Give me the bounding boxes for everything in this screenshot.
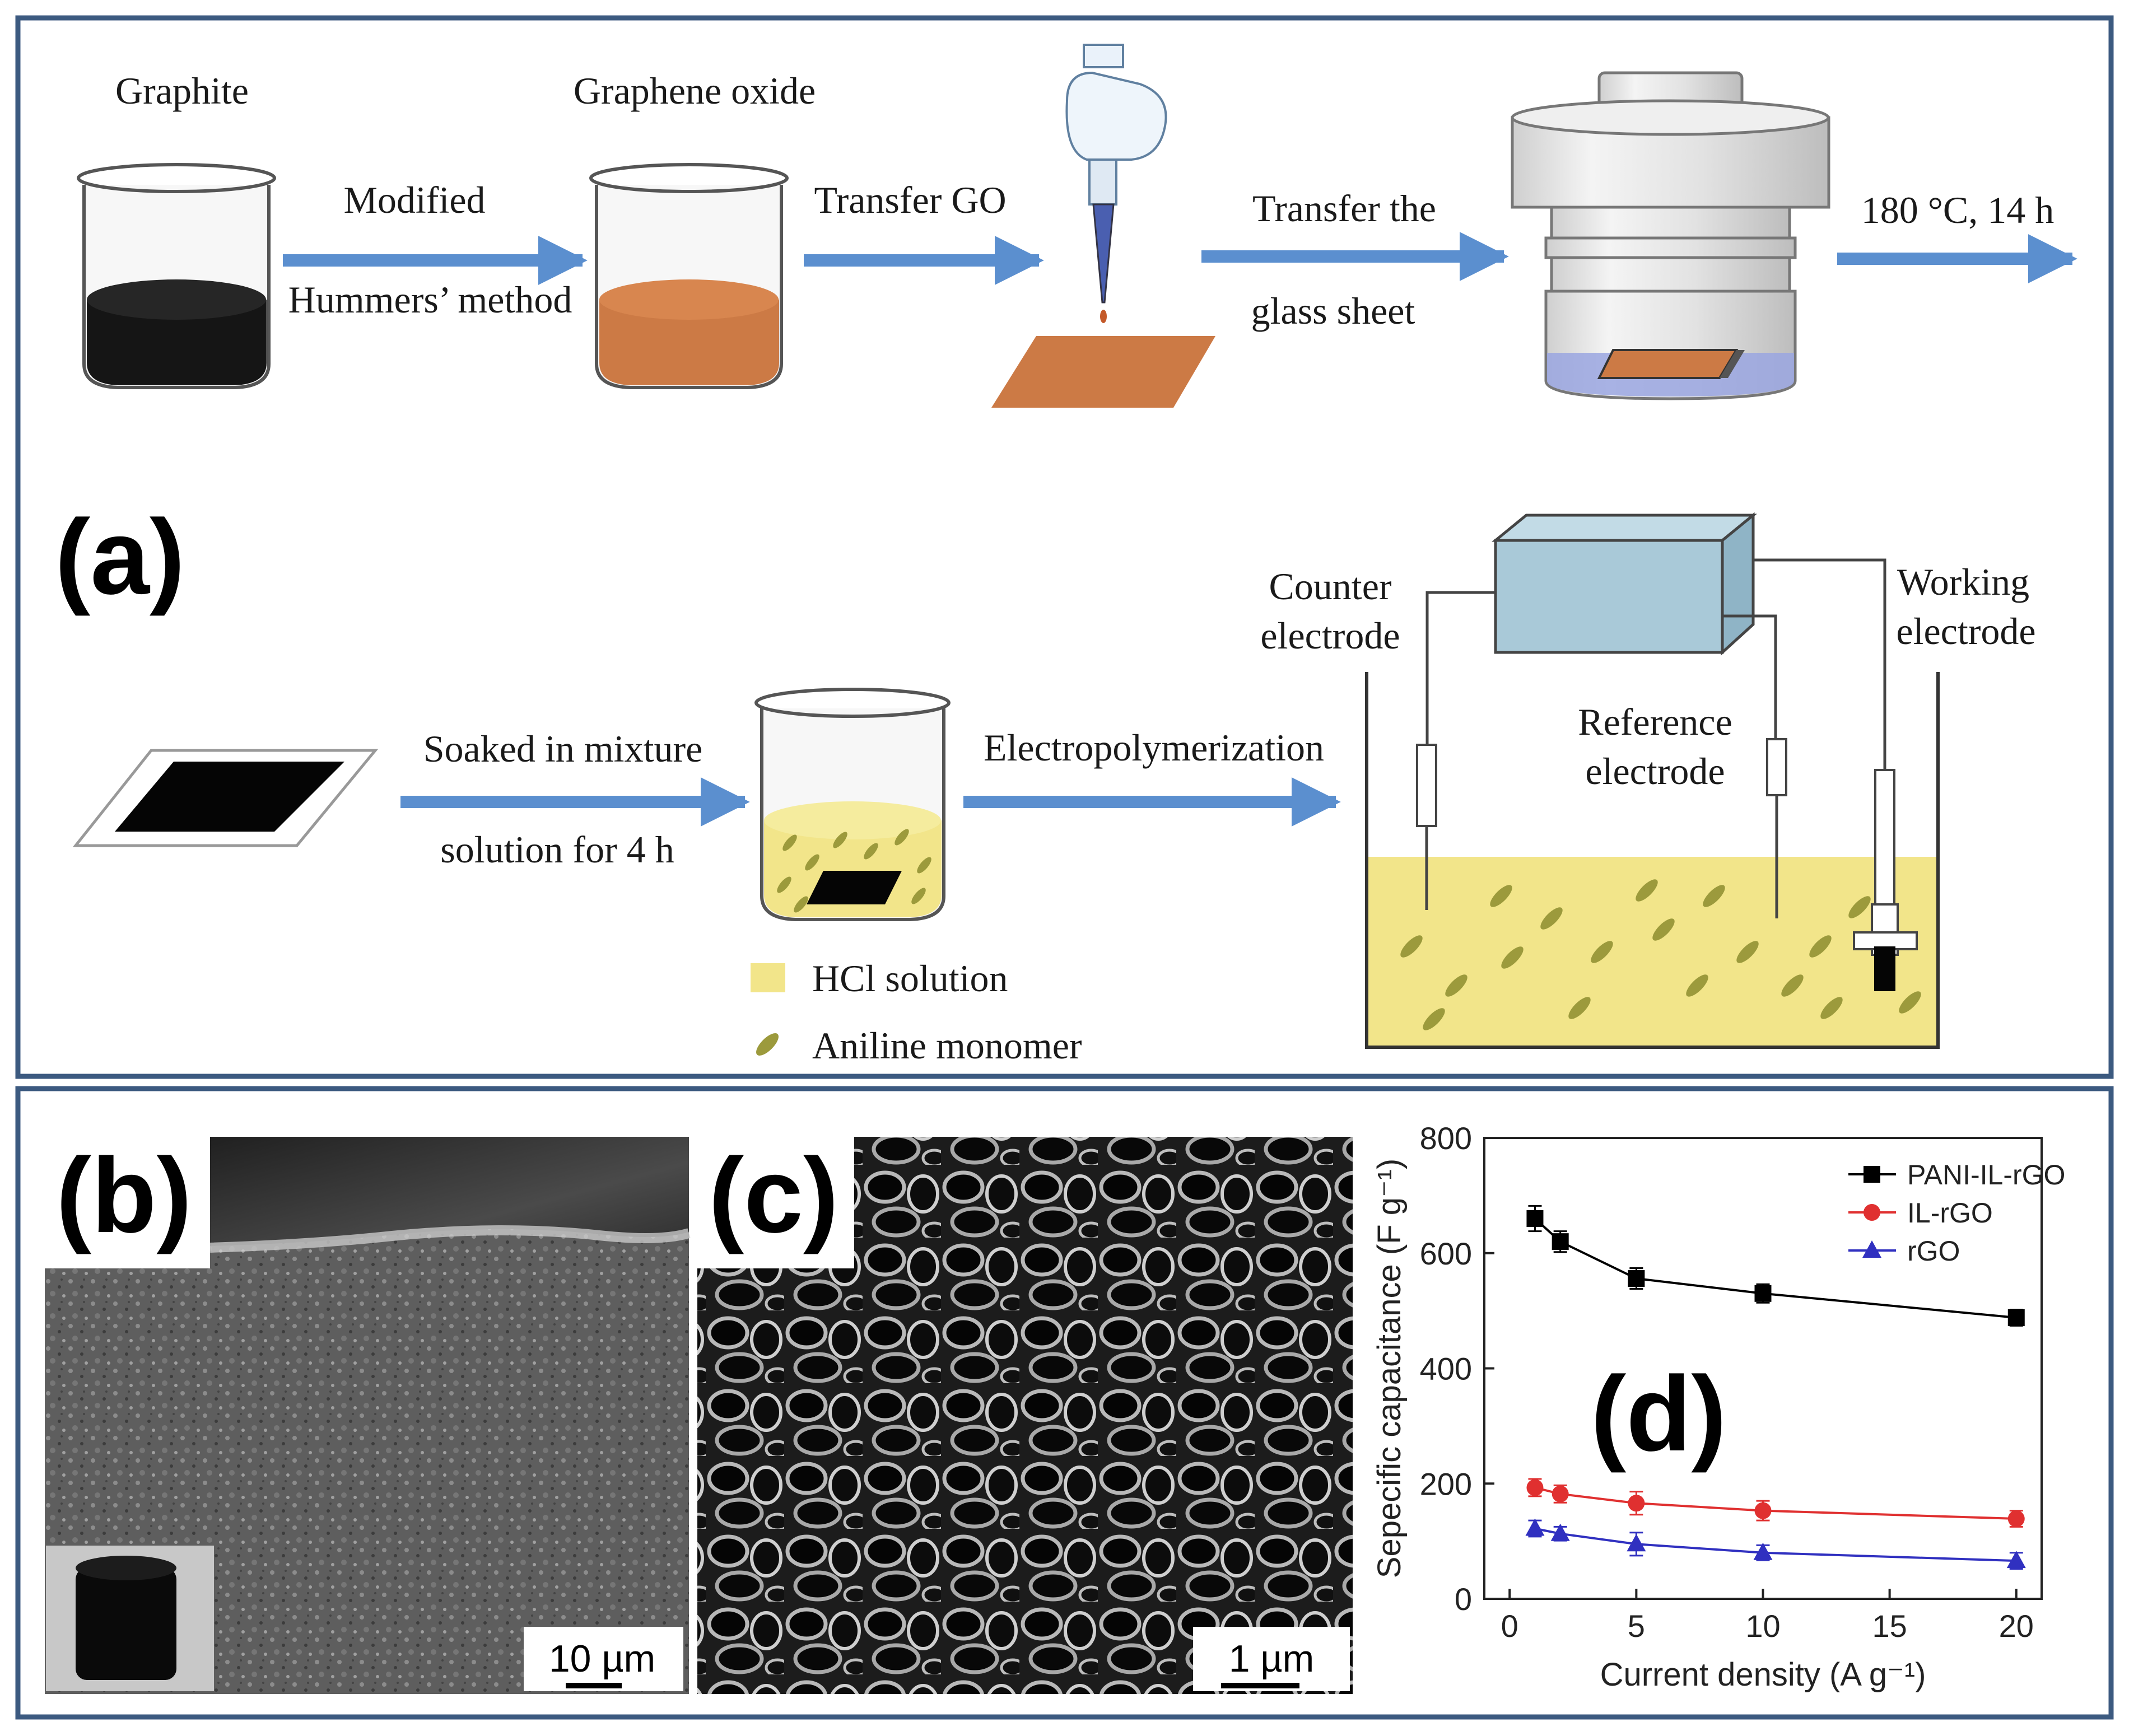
reference-electrode-line2: electrode xyxy=(1585,750,1725,792)
graphene-oxide-label: Graphene oxide xyxy=(574,69,816,112)
legend-marker-il-rgo xyxy=(1864,1204,1880,1221)
working-electrode-line2: electrode xyxy=(1896,610,2035,652)
data-point-pani-il-rgo xyxy=(1754,1285,1772,1302)
reference-electrode-line1: Reference xyxy=(1578,701,1732,743)
legend-hcl-swatch xyxy=(751,963,785,992)
data-point-rgo xyxy=(2006,1551,2026,1569)
legend-aniline-marker xyxy=(756,1033,779,1056)
y-tick-label: 400 xyxy=(1420,1351,1472,1387)
data-point-il-rgo xyxy=(1628,1495,1645,1512)
go-glass-sheet xyxy=(991,336,1215,408)
step2-label: Transfer GO xyxy=(814,179,1006,221)
step3-top-label: Transfer the xyxy=(1252,187,1436,230)
y-tick-label: 0 xyxy=(1455,1581,1472,1617)
legend-label-il-rgo: IL-rGO xyxy=(1907,1197,1993,1229)
x-tick-label: 10 xyxy=(1745,1608,1780,1644)
legend-label-rgo: rGO xyxy=(1907,1235,1960,1267)
x-tick-label: 20 xyxy=(1999,1608,2034,1644)
panel-a-letter: (a) xyxy=(55,498,185,617)
data-point-pani-il-rgo xyxy=(1526,1210,1544,1228)
x-tick-label: 15 xyxy=(1872,1608,1907,1644)
hcl-beaker xyxy=(754,688,951,921)
step3-bottom-label: glass sheet xyxy=(1251,290,1415,332)
step5-bottom-label: solution for 4 h xyxy=(440,828,674,871)
working-electrode-line1: Working xyxy=(1897,561,2029,603)
step5-top-label: Soaked in mixture xyxy=(423,727,703,770)
graphite-label: Graphite xyxy=(115,69,249,112)
step6-label: Electropolymerization xyxy=(984,726,1324,769)
electrochemical-cell xyxy=(1365,512,1940,1049)
legend-marker-pani-il-rgo xyxy=(1864,1166,1880,1183)
data-point-rgo xyxy=(1550,1523,1570,1541)
graphite-beaker xyxy=(77,163,276,389)
x-axis-label: Current density (A g⁻¹) xyxy=(1600,1656,1926,1693)
step1-bottom-label: Hummers’ method xyxy=(288,278,572,321)
y-tick-label: 200 xyxy=(1420,1466,1472,1501)
autoclave-reactor xyxy=(1511,71,1830,400)
legend-label-pani-il-rgo: PANI-IL-rGO xyxy=(1907,1159,2065,1191)
data-point-pani-il-rgo xyxy=(1628,1270,1645,1287)
pipette-icon xyxy=(1065,44,1167,323)
rgo-sheet xyxy=(72,749,379,847)
panel-b-letter: (b) xyxy=(56,1136,192,1255)
data-point-il-rgo xyxy=(1754,1502,1772,1519)
data-point-il-rgo xyxy=(2007,1510,2025,1528)
counter-electrode-line1: Counter xyxy=(1269,565,1391,608)
y-tick-label: 800 xyxy=(1420,1121,1472,1156)
y-axis-label: Sepecific capacitance (F g⁻¹) xyxy=(1371,1159,1408,1578)
graphene-oxide-beaker xyxy=(589,163,789,389)
data-point-rgo xyxy=(1525,1518,1545,1536)
data-point-rgo xyxy=(1753,1542,1773,1560)
y-tick-label: 600 xyxy=(1420,1236,1472,1271)
scale-bar-b-label: 10 µm xyxy=(549,1637,655,1680)
data-point-pani-il-rgo xyxy=(1552,1233,1569,1250)
legend-marker-rgo xyxy=(1862,1240,1881,1258)
step1-top-label: Modified xyxy=(343,179,485,221)
counter-electrode-line2: electrode xyxy=(1260,614,1400,657)
legend-hcl-label: HCl solution xyxy=(812,957,1008,1000)
panel-c-letter: (c) xyxy=(709,1136,838,1255)
panel-d-letter: (d) xyxy=(1591,1355,1727,1473)
panel-b-letter-bg xyxy=(45,1137,210,1268)
data-point-il-rgo xyxy=(1552,1485,1569,1502)
x-tick-label: 5 xyxy=(1628,1608,1645,1644)
sem-image-b xyxy=(45,1137,691,1694)
x-tick-label: 0 xyxy=(1501,1608,1518,1644)
data-point-rgo xyxy=(1627,1534,1646,1552)
panel-c-letter-bg xyxy=(697,1137,854,1268)
data-point-pani-il-rgo xyxy=(2007,1309,2025,1326)
data-point-il-rgo xyxy=(1526,1479,1544,1496)
legend-aniline-label: Aniline monomer xyxy=(812,1024,1082,1067)
step4-label: 180 °C, 14 h xyxy=(1861,189,2055,231)
scale-bar-c-label: 1 µm xyxy=(1229,1637,1315,1680)
